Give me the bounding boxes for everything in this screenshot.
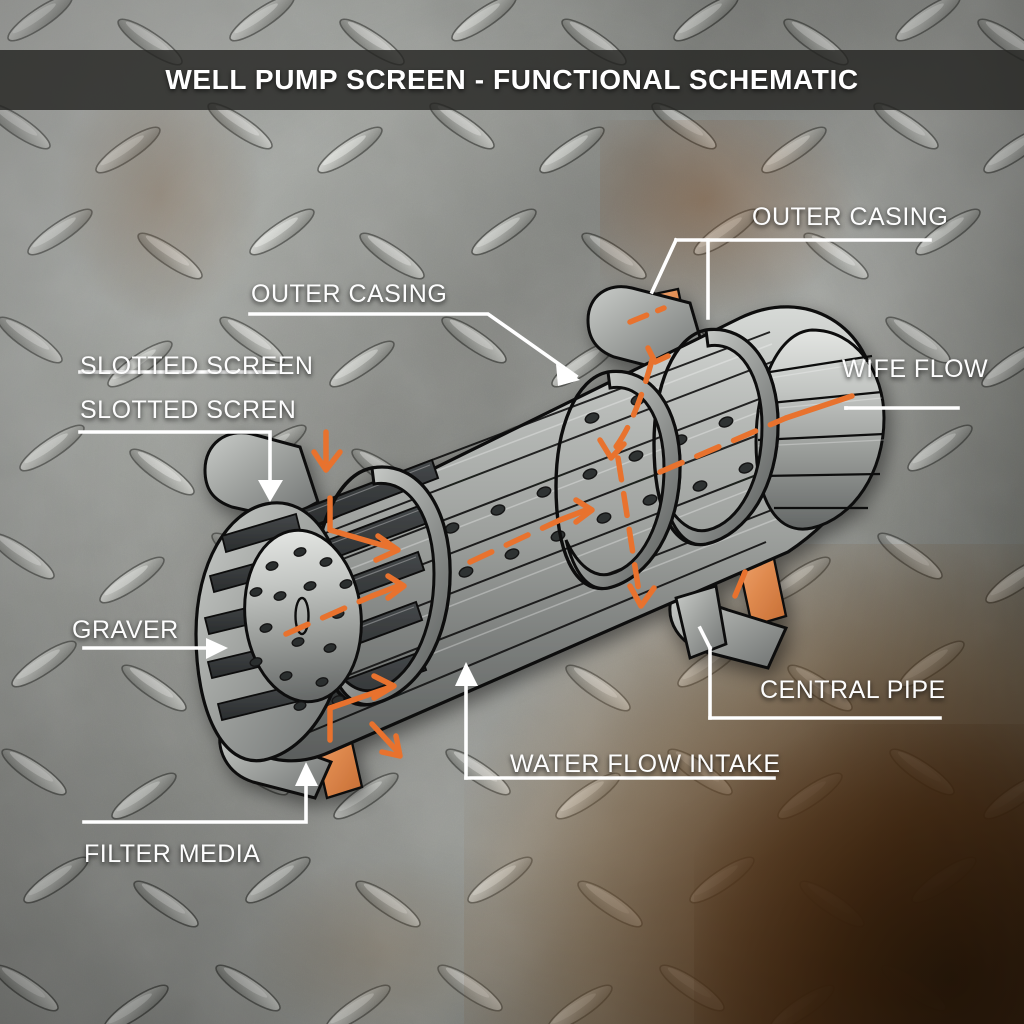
central-pipe-stub [674,584,728,660]
label-wife-flow: WIFE FLOW [842,355,989,383]
perforation-holes [249,547,353,711]
leader-filter-media [82,762,318,824]
filter-media-end-cap [194,501,363,763]
label-slotted-scren: SLOTTED SCREN [80,396,297,424]
label-outer-casing-left: OUTER CASING [251,280,448,308]
label-filter-media: FILTER MEDIA [84,840,261,868]
page-title: WELL PUMP SCREEN - FUNCTIONAL SCHEMATIC [165,64,859,95]
leader-slotted-scren [78,430,283,502]
arrowhead-axial-2 [573,497,595,525]
arrowhead-radial-upper-tail [645,345,671,365]
arrow-intake-top-left [311,429,401,563]
label-graver: GRAVER [72,616,179,644]
label-outer-casing-right: OUTER CASING [752,203,949,231]
label-central-pipe: CENTRAL PIPE [760,676,946,704]
arrowhead-axial-1 [385,573,407,601]
label-water-flow-intake: WATER FLOW INTAKE [510,750,781,778]
leader-central-pipe [697,625,942,720]
label-slotted-screen: SLOTTED SCREEN [80,352,314,380]
arrow-radial-mid-lower [615,455,643,601]
flow-arrows [283,305,855,759]
arrow-discharge-bottom-left [369,721,403,759]
arrow-axial-flow-main [283,593,375,637]
arrow-intake-bottom-left [327,673,397,743]
title-band: WELL PUMP SCREEN - FUNCTIONAL SCHEMATIC [0,50,1024,110]
arrow-radial-mid-upper [609,357,655,455]
leader-graver [82,638,228,659]
support-collar-middle [554,369,682,591]
central-pipe-end-face [754,328,886,531]
leader-water-flow-intake [455,662,776,780]
arrow-discharge-bottom-right [732,569,748,599]
leader-outer-casing-right [649,237,932,320]
leader-outer-casing-left [248,312,580,386]
arrow-port-top-right [627,305,667,325]
